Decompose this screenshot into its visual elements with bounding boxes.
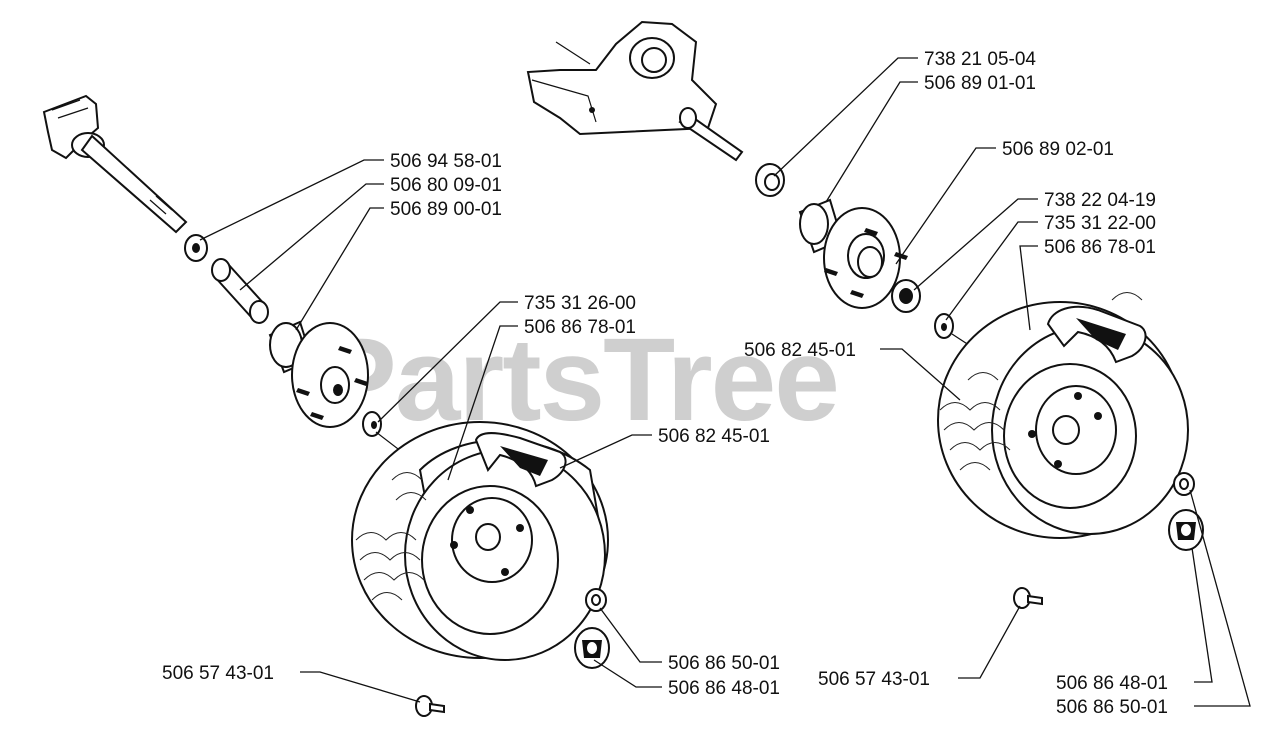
label-738-21-05-04: 738 21 05-04 — [924, 49, 1036, 70]
label-506-86-78-01-left: 506 86 78-01 — [524, 317, 636, 338]
left-spindle-bracket — [42, 94, 188, 234]
right-washer — [755, 163, 785, 197]
right-tread-pattern — [939, 292, 1143, 471]
left-washer — [184, 234, 208, 262]
label-735-31-26-00: 735 31 26-00 — [524, 293, 636, 314]
label-506-82-45-01-left: 506 82 45-01 — [658, 426, 770, 447]
label-506-89-00-01: 506 89 00-01 — [390, 199, 502, 220]
right-lug-nut — [1173, 472, 1195, 496]
label-738-22-04-19: 738 22 04-19 — [1044, 190, 1156, 211]
leader-lines — [199, 57, 1251, 707]
watermark-text: PartsTree — [318, 314, 838, 446]
left-small-washer — [362, 411, 382, 437]
label-506-94-58-01: 506 94 58-01 — [390, 151, 502, 172]
label-506-80-09-01: 506 80 09-01 — [390, 175, 502, 196]
label-506-57-43-01-right: 506 57 43-01 — [818, 669, 930, 690]
label-506-57-43-01-left: 506 57 43-01 — [162, 663, 274, 684]
label-506-86-78-01-right: 506 86 78-01 — [1044, 237, 1156, 258]
part-labels: 506 94 58-01 506 80 09-01 506 89 00-01 7… — [162, 49, 1168, 718]
left-lug-nut — [585, 588, 607, 612]
label-506-86-50-01-right: 506 86 50-01 — [1056, 697, 1168, 718]
left-hub — [268, 320, 369, 428]
left-wheel — [351, 421, 609, 661]
left-hub-cap — [574, 627, 610, 669]
left-axle-assembly — [42, 94, 610, 717]
left-spacer-tube — [211, 258, 269, 324]
label-506-89-02-01: 506 89 02-01 — [1002, 139, 1114, 160]
label-506-89-01-01: 506 89 01-01 — [924, 73, 1036, 94]
right-wheel — [937, 292, 1189, 539]
label-506-86-48-01-right: 506 86 48-01 — [1056, 673, 1168, 694]
right-hub-cap — [1168, 509, 1204, 551]
label-506-86-48-01-left: 506 86 48-01 — [668, 678, 780, 699]
label-506-82-45-01-right: 506 82 45-01 — [744, 340, 856, 361]
right-small-washer — [934, 313, 954, 339]
right-axle-assembly — [526, 20, 1204, 609]
right-valve-stem — [1013, 587, 1043, 609]
right-spindle-bracket — [526, 20, 744, 162]
left-valve-stem — [415, 695, 445, 717]
label-735-31-22-00: 735 31 22-00 — [1044, 213, 1156, 234]
right-hub — [798, 198, 908, 309]
left-tread-pattern — [355, 472, 427, 601]
label-506-86-50-01-left: 506 86 50-01 — [668, 653, 780, 674]
right-bearing — [891, 279, 921, 313]
